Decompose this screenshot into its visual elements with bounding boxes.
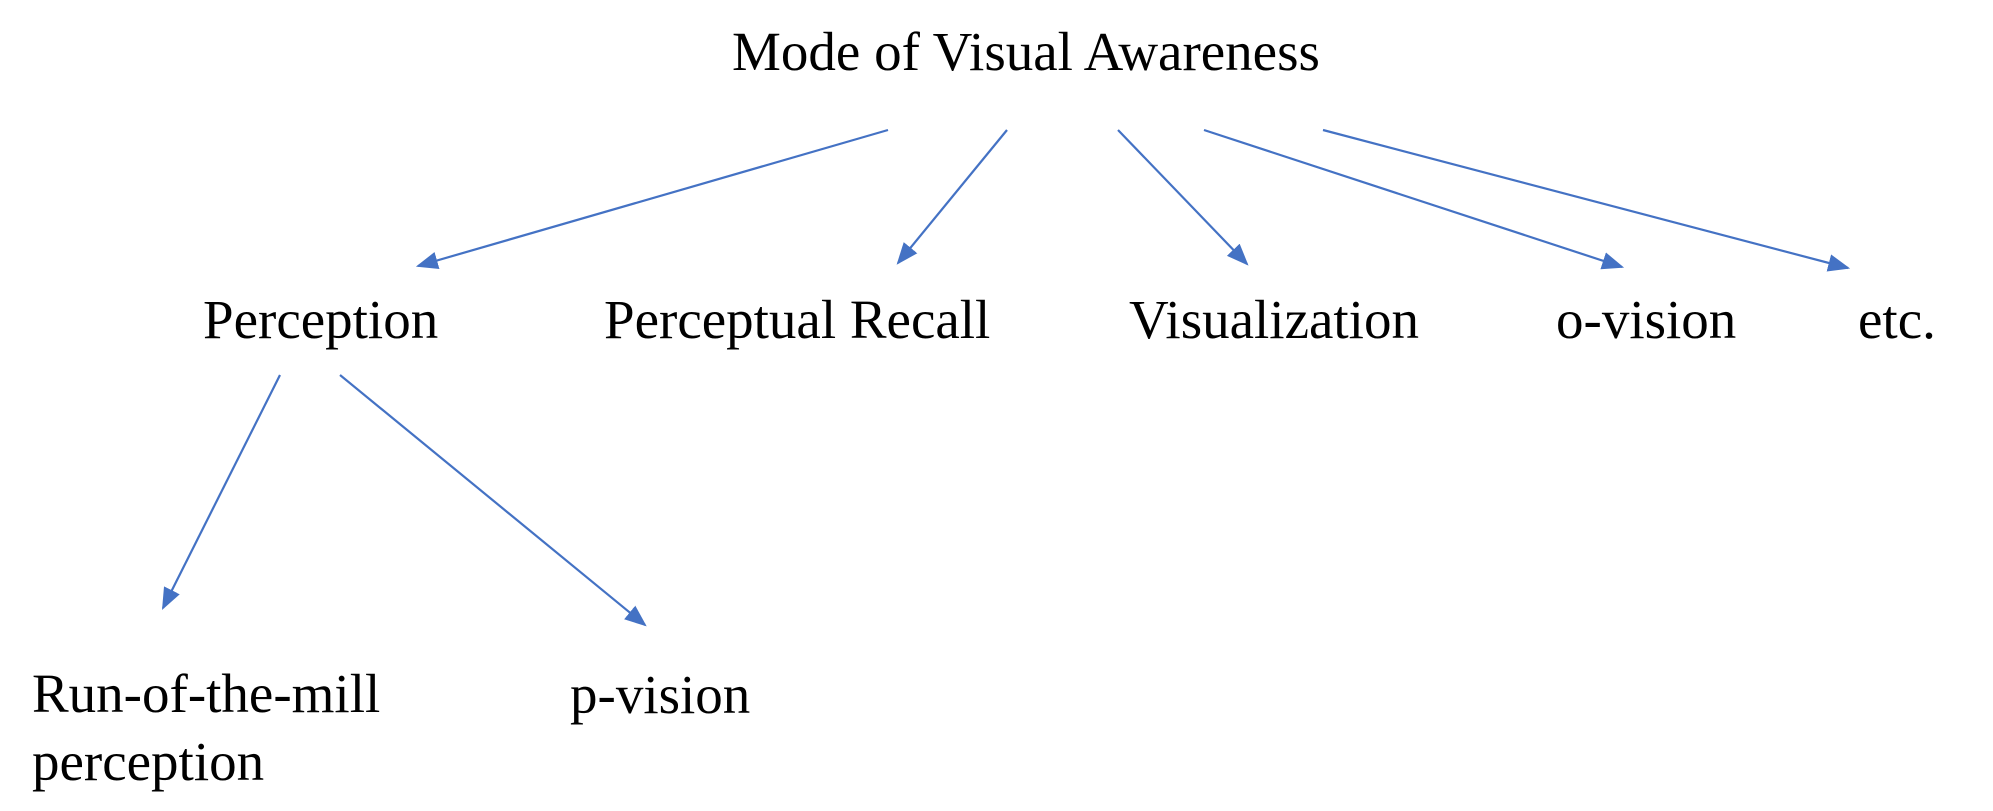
node-run-of-the-mill-line1: Run-of-the-mill xyxy=(32,663,381,724)
edge-perception-p-vision xyxy=(339,374,647,627)
node-run-of-the-mill-line2: perception xyxy=(32,731,265,792)
node-perceptual-recall: Perceptual Recall xyxy=(604,289,991,350)
edge-root-perceptual-recall xyxy=(896,129,1008,265)
root-node: Mode of Visual Awareness xyxy=(732,21,1320,82)
edge-root-o-vision xyxy=(1203,128,1625,270)
edge-root-perception xyxy=(415,128,889,269)
node-run-of-the-mill-perception: Run-of-the-mill perception xyxy=(32,660,380,796)
node-perception: Perception xyxy=(203,289,439,350)
node-visualization: Visualization xyxy=(1129,289,1419,350)
node-etc: etc. xyxy=(1858,289,1936,350)
node-p-vision: p-vision xyxy=(570,664,751,725)
edge-root-visualization xyxy=(1117,129,1249,266)
edge-perception-run-of-the-mill xyxy=(162,374,281,610)
node-o-vision: o-vision xyxy=(1556,289,1737,350)
edge-root-etc xyxy=(1322,128,1851,272)
